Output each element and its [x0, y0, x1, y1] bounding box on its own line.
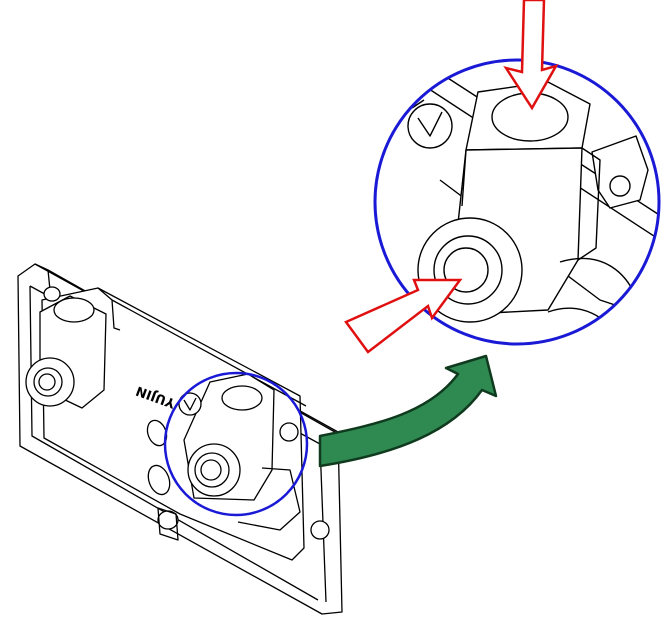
- brand-logo-mark: [183, 397, 197, 411]
- zoom-logo: [407, 103, 453, 149]
- ear-top-left: [43, 286, 61, 302]
- push-arrow-side: [344, 278, 463, 354]
- ear-right-upper: [279, 422, 299, 442]
- zoom-block-edge: [461, 147, 601, 261]
- left-port-block: [25, 295, 107, 409]
- left-top-hole: [53, 297, 95, 323]
- right-rib: [237, 467, 301, 531]
- left-front-hole: [33, 367, 63, 397]
- right-port-block: [183, 373, 301, 531]
- push-arrow-top: [503, 0, 559, 111]
- zoom-ear-hole: [609, 175, 631, 197]
- right-top-hole: [221, 385, 263, 411]
- zoom-front-bore: [443, 247, 489, 293]
- detail-highlight-circle: [163, 371, 309, 517]
- left-front-bore: [38, 373, 56, 391]
- body-slot: [157, 507, 179, 541]
- zoom-circle: [373, 58, 661, 346]
- mounting-ears: [43, 286, 330, 540]
- connector-plate-drawing: YUJIN: [17, 263, 343, 615]
- body-ledge: [97, 287, 307, 407]
- right-front-hole: [194, 452, 230, 488]
- ear-right-lower: [310, 520, 330, 540]
- zoom-logo-mark: [411, 99, 443, 137]
- body-hole-lower: [147, 464, 171, 496]
- right-front-bore: [200, 459, 222, 481]
- transition-arrow: [318, 354, 498, 468]
